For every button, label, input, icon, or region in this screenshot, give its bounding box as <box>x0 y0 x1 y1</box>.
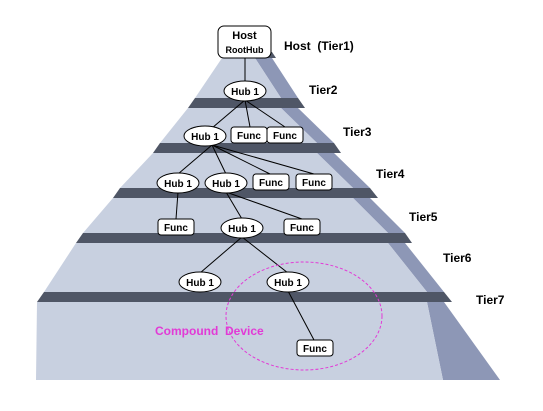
host-roothub-node: Host RootHub <box>217 25 272 59</box>
func-label: Func <box>259 178 283 189</box>
hub-node: Hub 1 <box>223 80 267 102</box>
func-node: Func <box>295 173 333 191</box>
tier-label-4: Tier4 <box>376 167 405 181</box>
func-node: Func <box>157 218 195 236</box>
hub-node: Hub 1 <box>204 172 248 194</box>
tier-label-host: Host (Tier1) <box>284 39 354 53</box>
func-label: Func <box>303 344 327 355</box>
host-title: Host <box>232 30 257 42</box>
hub-node: Hub 1 <box>156 172 200 194</box>
tier-label-3: Tier3 <box>343 125 372 139</box>
hub-node: Hub 1 <box>183 125 227 147</box>
compound-device-boundary <box>225 261 383 371</box>
pyramid-side-faces <box>255 58 500 380</box>
func-label: Func <box>237 131 261 142</box>
func-node: Func <box>252 173 290 191</box>
tier-label-5: Tier5 <box>409 210 438 224</box>
tier-label-7: Tier7 <box>476 293 505 307</box>
hub-label: Hub 1 <box>191 132 219 143</box>
roothub-label: RootHub <box>226 45 264 55</box>
hub-node: Hub 1 <box>266 271 310 293</box>
hub-label: Hub 1 <box>164 179 192 190</box>
hub-label: Hub 1 <box>212 179 240 190</box>
connection-lines <box>175 56 315 341</box>
func-label: Func <box>164 223 188 234</box>
compound-device-label: Compound Device <box>155 324 264 338</box>
func-label: Func <box>290 223 314 234</box>
func-node: Func <box>283 218 321 236</box>
func-node: Func <box>230 126 268 144</box>
hub-label: Hub 1 <box>186 278 214 289</box>
hub-label: Hub 1 <box>231 87 259 98</box>
func-node: Func <box>296 339 334 357</box>
tier-label-2: Tier2 <box>309 83 338 97</box>
hub-label: Hub 1 <box>228 224 256 235</box>
func-node: Func <box>266 126 304 144</box>
func-label: Func <box>302 178 326 189</box>
hub-node: Hub 1 <box>178 271 222 293</box>
tier-label-6: Tier6 <box>443 251 472 265</box>
func-label: Func <box>273 131 297 142</box>
hub-label: Hub 1 <box>274 278 302 289</box>
hub-node: Hub 1 <box>220 217 264 239</box>
